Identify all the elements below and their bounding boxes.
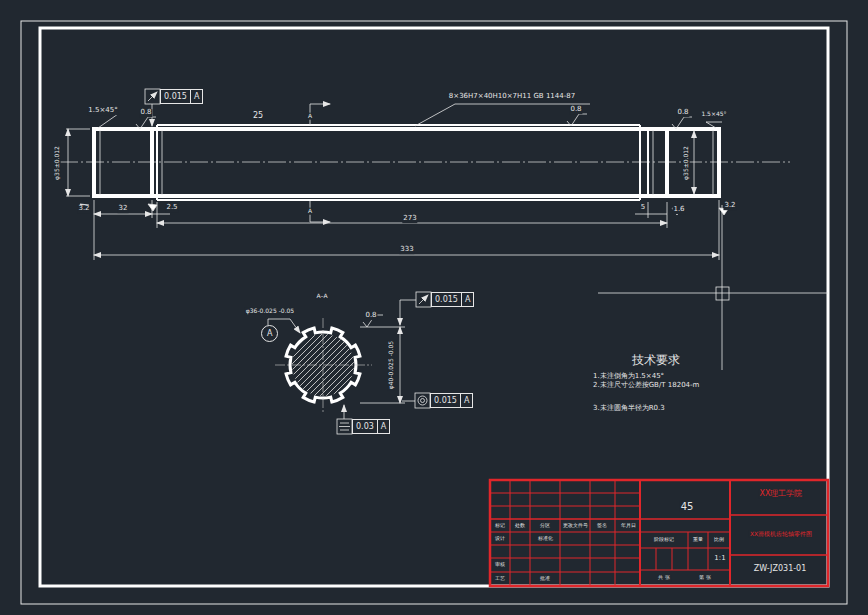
dimension-text: 333 <box>399 246 414 254</box>
title-block-text: 重量 <box>692 537 704 543</box>
title-block-text: 年月日 <box>620 523 637 529</box>
dimension-text: A <box>307 113 313 120</box>
title-block-text: 批准 <box>539 576 551 582</box>
frame-text: 0.03 <box>353 420 377 434</box>
title-block-text: 标准化 <box>537 536 554 542</box>
dimension-text: 1.5×45° <box>700 111 727 118</box>
frame-text: A <box>264 329 275 339</box>
dimension-text: 3.2 <box>723 202 736 210</box>
dimension-text: 32 <box>118 205 129 213</box>
dimension-text: 1.6 <box>672 206 685 214</box>
title-block-text: 签名 <box>596 523 608 529</box>
dimension-text: 5 <box>640 204 646 212</box>
dimension-text: 0.8 <box>676 109 689 117</box>
note-text: 技术要求 <box>631 354 681 367</box>
dimension-text: φ35±0.012 <box>683 145 690 181</box>
dimension-text: 2.5 <box>165 204 178 212</box>
dimension-text: A–A <box>315 293 328 300</box>
frame-text: 0.015 <box>432 293 461 307</box>
title-block-text: 审核 <box>494 562 506 568</box>
tolerance-frame: 0.015A <box>160 89 203 104</box>
frame-text: 0.015 <box>431 394 460 408</box>
dimension-text: 0.8 <box>364 312 377 320</box>
title-block-text: 第 张 <box>698 575 712 581</box>
title-block-text: 1:1 <box>713 555 726 563</box>
frame-text: 0.015 <box>161 90 190 104</box>
title-block-text: 阶段标记 <box>653 537 675 543</box>
dimension-text: 0.8 <box>139 109 152 117</box>
dimension-text: 0.8 <box>569 106 582 114</box>
title-block-text: 分区 <box>539 523 551 529</box>
tolerance-frame: 0.015A <box>431 292 474 307</box>
frame-text: A <box>190 90 202 104</box>
dimension-text: 3.2 <box>77 205 90 213</box>
dimension-text: 273 <box>402 215 417 223</box>
dimension-text: 8×36H7×40H10×7H11 GB 1144-87 <box>448 93 576 101</box>
dimension-text: A <box>307 208 313 215</box>
dimension-text: φ35±0.012 <box>54 145 61 181</box>
note-text: 3.未注圆角半径为R0.3 <box>592 405 666 413</box>
title-block-text: 处数 <box>514 523 526 529</box>
tolerance-frame: 0.015A <box>430 393 473 408</box>
frame-text: A <box>377 420 389 434</box>
title-block-text: XX滑模机齿轮轴零件图 <box>749 531 813 538</box>
dimension-text: φ36-0.025 -0.05 <box>245 308 295 315</box>
title-block-text: 45 <box>680 501 695 512</box>
title-block-text: 更改文件号 <box>562 523 589 529</box>
title-block-text: 标记 <box>494 523 506 529</box>
frame-text: A <box>461 293 473 307</box>
dimension-text: φ40-0.025 -0.05 <box>388 340 395 390</box>
title-block-text: ZW-JZ031-01 <box>753 565 808 574</box>
title-block-text: 共 张 <box>657 575 671 581</box>
tolerance-frame: 0.03A <box>352 419 390 434</box>
frame-text: A <box>460 394 472 408</box>
title-block-text: 比例 <box>713 537 725 543</box>
note-text: 1.未注倒角为1.5×45° <box>592 373 665 381</box>
datum-circle: A <box>261 325 278 342</box>
note-text: 2.未注尺寸公差按GB/T 18204-m <box>592 382 704 390</box>
title-block-text: XX理工学院 <box>759 490 804 499</box>
title-block-text: 工艺 <box>494 576 506 582</box>
dimension-text: 1.5×45° <box>87 107 118 115</box>
title-block-text: 设计 <box>494 536 506 542</box>
dimension-text: 25 <box>252 112 264 121</box>
